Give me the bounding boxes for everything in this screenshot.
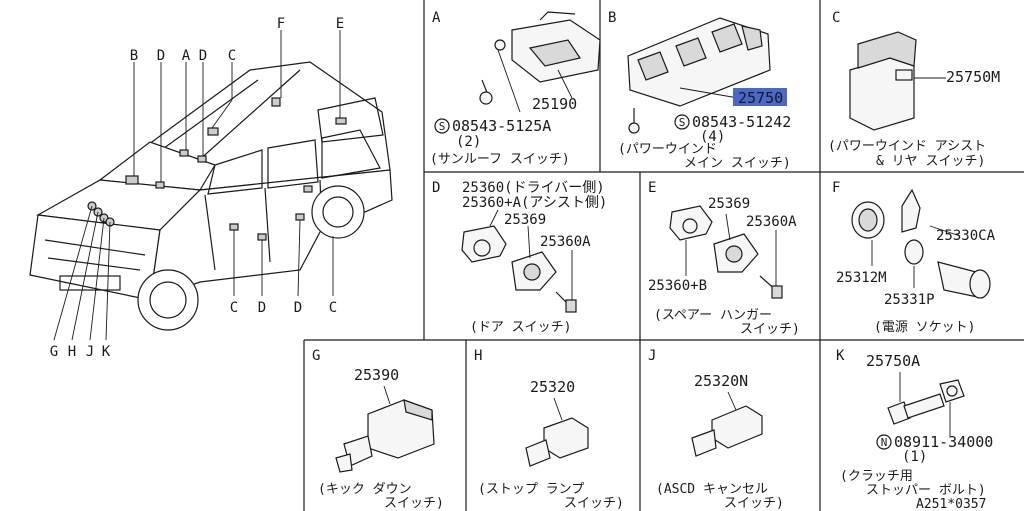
panel-letter: A bbox=[432, 10, 441, 26]
panel-b: B 25750 S 08543-51242 (4) (パワーウインド メイン ス… bbox=[608, 10, 791, 171]
panel-caption: ストッパー ボルト) bbox=[866, 483, 986, 498]
part-number: 25360+B bbox=[648, 278, 707, 294]
part-number: 25750M bbox=[946, 68, 1000, 86]
callout-label: C bbox=[329, 300, 337, 316]
panel-caption: (サンルーフ スイッチ) bbox=[430, 152, 570, 167]
spare-hanger-switch-drawing bbox=[669, 205, 783, 299]
part-qty: (1) bbox=[902, 449, 927, 465]
panel-a: A 25190 S 08543-5125A (2) (サンルーフ スイッチ) bbox=[430, 10, 601, 167]
bolt-symbol bbox=[876, 434, 892, 450]
part-number: 25190 bbox=[532, 95, 577, 113]
callout-label: A bbox=[182, 48, 191, 64]
part-number: 25369 bbox=[708, 196, 750, 212]
panel-caption: スイッチ) bbox=[564, 496, 624, 511]
rear-window-switch-drawing bbox=[849, 31, 946, 131]
callout-label: F bbox=[277, 16, 285, 32]
vehicle-leaders bbox=[53, 30, 341, 341]
stop-lamp-switch-drawing bbox=[525, 397, 589, 467]
part-number: 25360A bbox=[540, 234, 591, 250]
part-highlight bbox=[733, 88, 787, 106]
part-number: 25360+A(アシスト側) bbox=[462, 195, 607, 211]
screw-symbol bbox=[434, 118, 450, 134]
part-qty: (2) bbox=[456, 134, 481, 150]
callout-label: H bbox=[68, 344, 76, 360]
part-number: 25331P bbox=[884, 292, 935, 308]
panel-letter: G bbox=[312, 348, 320, 364]
panel-caption: (ASCD キャンセル bbox=[656, 482, 768, 497]
callout-label: D bbox=[258, 300, 266, 316]
panel-d: D 25360(ドライバー側) 25360+A(アシスト側) 25369 253… bbox=[432, 180, 607, 335]
part-number: 25360(ドライバー側) bbox=[462, 180, 605, 196]
panel-caption: (クラッチ用 bbox=[840, 469, 913, 484]
panel-letter: C bbox=[832, 10, 840, 26]
callout-label: B bbox=[130, 48, 138, 64]
panel-caption: (電源 ソケット) bbox=[874, 320, 975, 335]
callout-label: D bbox=[294, 300, 302, 316]
callout-label: G bbox=[50, 344, 58, 360]
ascd-cancel-switch-drawing bbox=[691, 391, 763, 457]
part-number: 25750 bbox=[738, 89, 783, 107]
panel-caption: (スペアー ハンガー bbox=[654, 308, 772, 323]
panel-e: E 25369 25360A 25360+B (スペアー ハンガー スイッチ) bbox=[648, 180, 800, 337]
part-number: 25330CA bbox=[936, 228, 996, 244]
callout-label: E bbox=[336, 16, 344, 32]
part-number: 25390 bbox=[354, 366, 399, 384]
clutch-stopper-bolt-drawing bbox=[887, 372, 965, 436]
diagram-ref: A251*0357 bbox=[916, 497, 986, 511]
part-qty: (4) bbox=[700, 129, 725, 145]
panel-letter: K bbox=[836, 348, 845, 364]
panel-h: H 25320 (ストップ ランプ スイッチ) bbox=[474, 348, 624, 511]
callout-label: D bbox=[157, 48, 165, 64]
vehicle-body bbox=[29, 61, 393, 331]
vehicle-illustration: B D A D C F E G H J K C D D C bbox=[29, 16, 393, 360]
part-number: 25312M bbox=[836, 270, 887, 286]
panel-letter: D bbox=[432, 180, 440, 196]
panel-caption: スイッチ) bbox=[724, 496, 784, 511]
part-number: 25320N bbox=[694, 372, 748, 390]
panel-caption: メイン スイッチ) bbox=[684, 156, 791, 171]
panel-letter: F bbox=[832, 180, 840, 196]
callout-label: K bbox=[102, 344, 111, 360]
door-switch-drawing bbox=[461, 209, 577, 313]
power-window-main-switch-drawing bbox=[627, 17, 771, 134]
callout-label: C bbox=[230, 300, 238, 316]
panel-f: F 25330CA 25312M 25331P (電源 ソケット) bbox=[832, 180, 996, 335]
callout-label: C bbox=[228, 48, 236, 64]
sunroof-switch-drawing bbox=[479, 11, 601, 113]
panel-g: G 25390 (キック ダウン スイッチ) bbox=[312, 348, 444, 511]
part-number: 08543-5125A bbox=[452, 117, 551, 135]
panel-caption: スイッチ) bbox=[384, 496, 444, 511]
screw-symbol bbox=[674, 114, 690, 130]
panel-caption: (ストップ ランプ bbox=[478, 482, 584, 497]
screw-symbol-label: S bbox=[439, 120, 446, 133]
bolt-symbol-label: N bbox=[881, 436, 888, 449]
screw-symbol-label: S bbox=[679, 116, 686, 129]
panel-caption: (キック ダウン bbox=[318, 482, 412, 497]
kickdown-switch-drawing bbox=[335, 385, 435, 473]
panel-caption: (パワーウインド bbox=[618, 142, 717, 157]
part-number: 25320 bbox=[530, 378, 575, 396]
callout-label: D bbox=[199, 48, 207, 64]
panel-caption: スイッチ) bbox=[740, 322, 800, 337]
panel-c: C 25750M (パワーウインド アシスト & リヤ スイッチ) bbox=[828, 10, 1000, 169]
panel-letter: J bbox=[648, 348, 656, 364]
panel-letter: H bbox=[474, 348, 482, 364]
panel-caption: (パワーウインド アシスト bbox=[828, 139, 986, 154]
part-number: 25360A bbox=[746, 214, 797, 230]
part-number: 25750A bbox=[866, 352, 920, 370]
panel-grid bbox=[303, 0, 1024, 511]
panel-letter: B bbox=[608, 10, 616, 26]
part-number: 25369 bbox=[504, 212, 546, 228]
panel-caption: & リヤ スイッチ) bbox=[876, 154, 985, 169]
panel-letter: E bbox=[648, 180, 656, 196]
panel-j: J 25320N (ASCD キャンセル スイッチ) bbox=[648, 348, 784, 511]
callout-label: J bbox=[86, 344, 94, 360]
panel-k: K 25750A N 08911-34000 (1) (クラッチ用 ストッパー … bbox=[836, 348, 993, 511]
panel-caption: (ドア スイッチ) bbox=[470, 320, 571, 335]
power-socket-drawing bbox=[851, 188, 991, 299]
part-number: 08911-34000 bbox=[894, 433, 993, 451]
part-number: 08543-51242 bbox=[692, 113, 791, 131]
